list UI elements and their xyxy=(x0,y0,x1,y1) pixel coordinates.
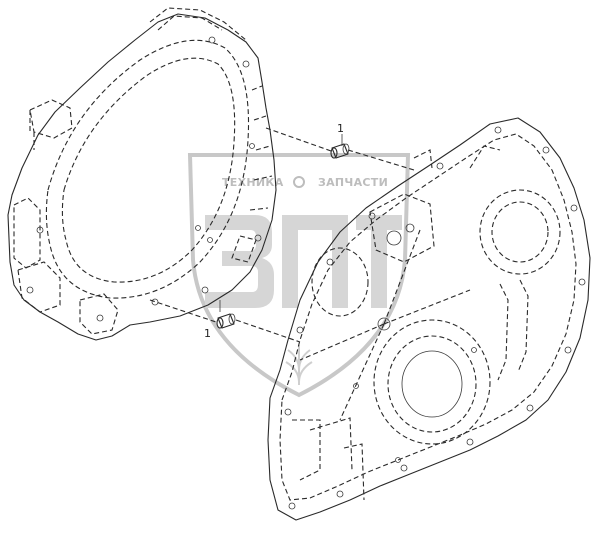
callout-label-upper: 1 xyxy=(337,122,344,135)
wheat-icon xyxy=(285,345,313,385)
assembly-lines xyxy=(149,127,415,343)
watermark-left-word: ТЕХНИКА xyxy=(222,176,284,189)
watermark-right-word: ЗАПЧАСТИ xyxy=(318,176,388,189)
callout-label-lower: 1 xyxy=(204,327,211,340)
gear-case-plate xyxy=(267,117,591,521)
watermark-logo: ТЕХНИКА ЗАПЧАСТИ xyxy=(187,153,411,398)
flywheel-housing xyxy=(7,7,277,341)
watermark-letters xyxy=(205,215,402,308)
watermark-shield xyxy=(187,153,411,398)
gear-icon xyxy=(293,176,305,188)
leader-lines xyxy=(219,134,343,312)
dowel-pin-lower xyxy=(216,313,236,329)
dowel-pin-upper xyxy=(330,143,350,159)
